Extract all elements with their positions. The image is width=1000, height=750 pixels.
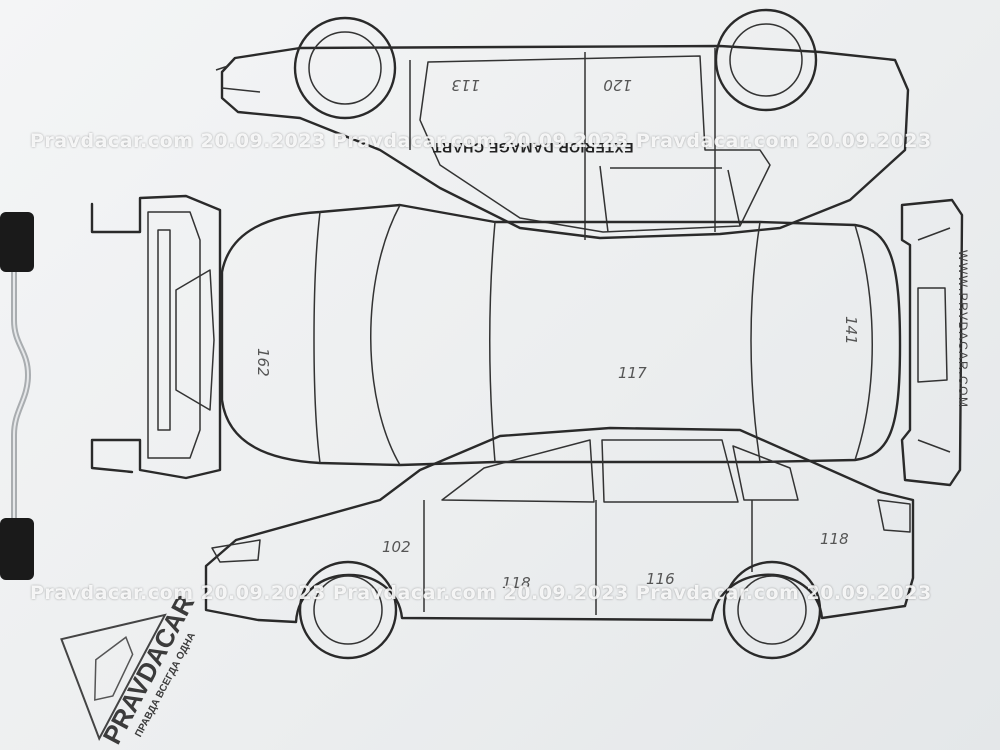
- reading-trunk: 141: [842, 316, 860, 345]
- reading-rear-quarter: 118: [820, 530, 849, 548]
- side-view-inverted: [215, 8, 910, 240]
- site-url: WWW.PRVDACAR.COM: [956, 250, 970, 409]
- rear-view: [900, 198, 964, 487]
- top-view: [220, 203, 902, 467]
- reading-rear-door: 116: [646, 570, 675, 588]
- reading-front-fender: 102: [382, 538, 411, 556]
- reading-roof-top-right: 120: [603, 76, 632, 94]
- reading-roof-top-left: 113: [451, 76, 480, 94]
- front-view: [90, 194, 222, 480]
- reading-front-door: 118: [502, 574, 531, 592]
- reading-roof: 117: [618, 364, 647, 382]
- paint-readings: 113 120 162 117 141 102 118 116 118: [254, 76, 860, 592]
- watermark-top: Pravdacar.com 20.09.2023 Pravdacar.com 2…: [30, 130, 932, 152]
- watermark-bottom: Pravdacar.com 20.09.2023 Pravdacar.com 2…: [30, 582, 932, 604]
- clipboard-clip: [0, 212, 34, 580]
- reading-hood: 162: [254, 348, 272, 377]
- side-view: [204, 426, 915, 660]
